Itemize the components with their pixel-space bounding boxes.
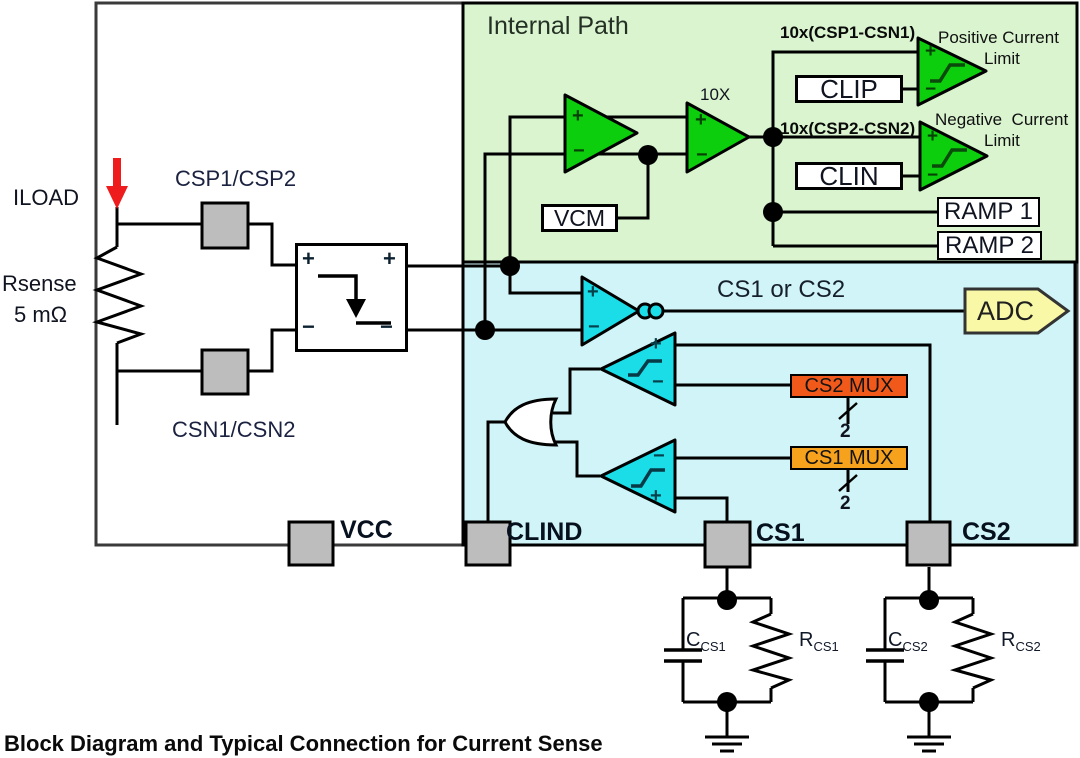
negcomp-plus: +	[927, 126, 939, 147]
cs1-comparator	[599, 438, 677, 514]
vcm-box: VCM	[541, 204, 618, 232]
buffer-output-bubble	[647, 302, 665, 320]
neg-net-label: 10x(CSP2-CSN2)	[780, 119, 916, 138]
rcs2-label: RCS2	[1001, 629, 1041, 654]
csn-label: CSN1/CSN2	[172, 417, 296, 442]
hysteresis-icon	[628, 359, 662, 377]
cs1-mux-box: CS1 MUX	[790, 446, 908, 470]
cs-buffer-amp	[580, 275, 641, 347]
box-plus-in: +	[302, 246, 315, 271]
poscomp-plus: +	[925, 41, 937, 62]
adc-block	[963, 287, 1071, 335]
figure-caption: Block Diagram and Typical Connection for…	[4, 731, 603, 756]
cs2-mux-box: CS2 MUX	[790, 374, 908, 398]
cs2-bus-width: 2	[840, 421, 851, 442]
buffer-minus: −	[588, 316, 600, 338]
csp-label: CSP1/CSP2	[175, 166, 297, 191]
cs1comp-plus: +	[650, 485, 662, 507]
rsense-label: Rsense	[2, 271, 77, 296]
neg-limit-label-1: Negative Current	[935, 110, 1069, 129]
cs2-pin	[905, 520, 952, 567]
csp-pin	[200, 201, 250, 250]
green-amp-1	[563, 93, 639, 174]
cs2-comparator	[599, 331, 677, 407]
adc-label: ADC	[977, 296, 1035, 326]
clind-pin	[464, 520, 512, 567]
hysteresis-icons	[628, 63, 967, 488]
csn-pin	[200, 348, 250, 396]
cs1-pin	[703, 520, 752, 569]
rcs1-resistor	[747, 612, 794, 690]
iload-arrow-icon	[106, 158, 128, 209]
box-minus-out: −	[380, 314, 393, 339]
poscomp-minus: −	[925, 79, 937, 100]
iload-label: ILOAD	[13, 185, 80, 210]
amp2-plus: +	[695, 109, 707, 131]
cs2-pin-label: CS2	[962, 518, 1011, 546]
ccs2-label: CCS2	[888, 629, 928, 654]
wires	[92, 50, 996, 753]
vcc-pin	[287, 520, 335, 567]
rcs2-resistor	[949, 612, 996, 690]
clind-pin-label: CLIND	[506, 518, 583, 546]
bus-slash	[838, 474, 858, 492]
rsense-value: 5 mΩ	[14, 302, 68, 327]
cs1-or-cs2-label: CS1 or CS2	[717, 276, 846, 303]
pos-limit-label-1: Positive Current	[938, 28, 1059, 47]
ramp2-box: RAMP 2	[937, 231, 1042, 260]
cs2comp-minus: −	[652, 371, 664, 393]
negcomp-minus: −	[927, 165, 939, 186]
pos-limit-label-2: Limit	[984, 49, 1020, 68]
gain-10x-label: 10X	[700, 85, 731, 104]
box-plus-out: +	[383, 246, 396, 271]
clip-box: CLIP	[795, 74, 903, 104]
cs1comp-minus: −	[653, 445, 665, 467]
amp1-minus: −	[573, 140, 585, 162]
buffer-plus: +	[587, 281, 599, 303]
amp2-minus: −	[696, 144, 708, 166]
amp1-plus: +	[572, 105, 584, 127]
hysteresis-icon	[631, 468, 665, 488]
rsense-resistor	[92, 245, 146, 345]
box-minus-in: −	[302, 314, 315, 339]
green-amp-10x	[685, 101, 751, 174]
clin-box: CLIN	[795, 161, 903, 191]
or-gate	[503, 397, 559, 447]
bus-slash	[838, 402, 858, 420]
ccs1-label: CCS1	[686, 629, 726, 654]
ramp1-box: RAMP 1	[937, 197, 1040, 227]
rcs1-label: RCS1	[799, 629, 839, 654]
neg-limit-label-2: Limit	[984, 131, 1020, 150]
level-shifter-box	[295, 243, 408, 352]
negative-limit-comparator	[918, 120, 989, 192]
vcc-pin-label: VCC	[340, 516, 393, 544]
cs1-pin-label: CS1	[756, 519, 805, 547]
pos-net-label: 10x(CSP1-CSN1)	[780, 23, 916, 42]
level-shift-icon	[318, 274, 391, 325]
hysteresis-icon	[932, 148, 967, 168]
cs1-bus-width: 2	[840, 493, 851, 514]
internal-path-title: Internal Path	[487, 12, 629, 40]
hysteresis-icon	[930, 63, 965, 83]
positive-limit-comparator	[916, 36, 988, 107]
junction-dots	[475, 127, 939, 712]
cs2comp-plus: +	[650, 333, 662, 355]
